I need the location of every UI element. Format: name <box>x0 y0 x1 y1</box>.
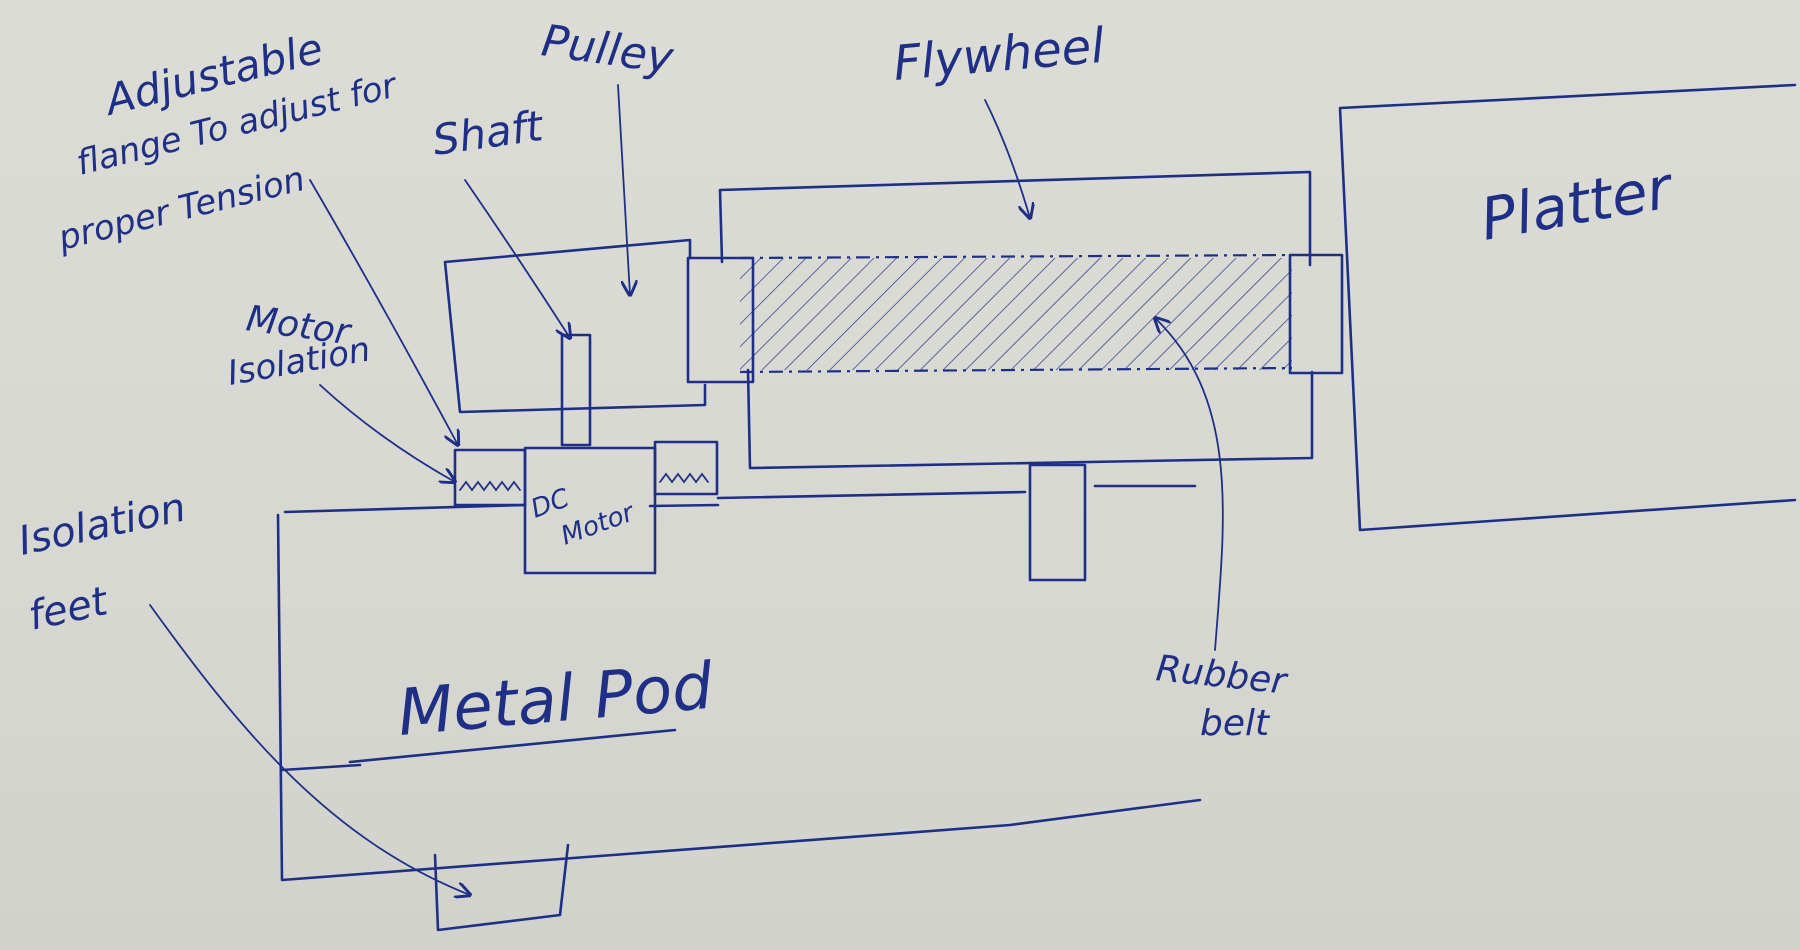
rubber-belt-label-1: Rubber <box>1154 648 1290 703</box>
pulley-body <box>443 238 707 414</box>
spring-left <box>459 480 521 492</box>
belt-bottom-edge <box>739 366 1293 374</box>
pulley-arrow <box>617 84 630 295</box>
isolation-foot <box>433 843 570 932</box>
belt-top-edge <box>739 253 1293 260</box>
shaft-arrow <box>464 179 570 338</box>
motor-isolation-arrow <box>319 384 455 482</box>
flywheel-label: Flywheel <box>891 18 1107 92</box>
belt-right-block <box>1288 253 1344 375</box>
platter-outline <box>1338 83 1797 532</box>
pulley-label: Pulley <box>538 15 677 84</box>
shaft <box>560 333 592 447</box>
motor-isolation-left <box>453 448 527 507</box>
isolation-feet-label-1: Isolation <box>15 485 190 565</box>
base-top-right <box>716 484 1197 500</box>
rubber-belt-arrow <box>1155 318 1224 651</box>
rubber-belt-band <box>740 258 1292 370</box>
isolation-feet-label-2: feet <box>25 578 113 640</box>
dc-motor-label-1: DC <box>527 483 574 525</box>
spring-right <box>659 472 709 484</box>
platter-label: Platter <box>1476 153 1680 254</box>
rubber-belt-label-2: belt <box>1200 703 1271 744</box>
metal-pod-underline <box>348 728 677 764</box>
flywheel-spindle <box>1028 463 1087 582</box>
dc-motor <box>523 446 657 575</box>
metal-pod-label: Metal Pod <box>395 650 716 751</box>
belt-left-block <box>686 256 755 384</box>
isolation-feet-arrow <box>149 604 470 895</box>
flywheel-arrow <box>984 99 1030 218</box>
adjustable-flange-arrow <box>309 179 458 445</box>
metal-pod-outline <box>276 503 1202 882</box>
flywheel-body <box>718 170 1314 470</box>
motor-isolation-right <box>653 440 719 496</box>
shaft-label: Shaft <box>430 101 548 165</box>
